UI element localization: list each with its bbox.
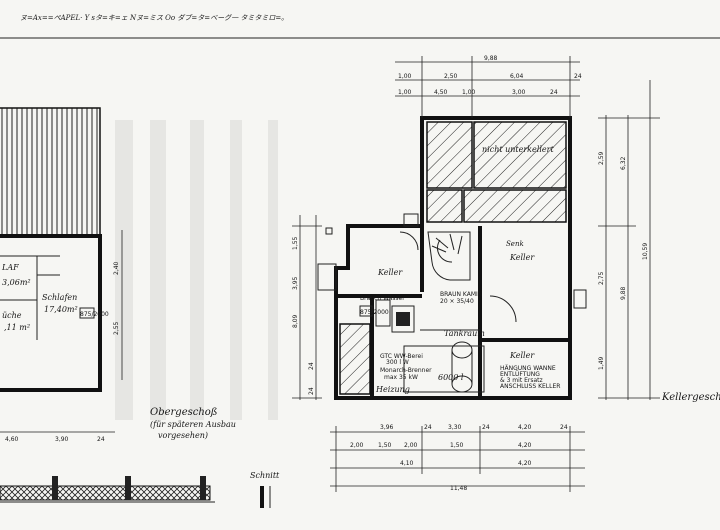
bottom-dim-r1-5: 4,20 (518, 424, 532, 431)
brauchwasser-1: Brauch Wasser (360, 295, 405, 302)
upper-dim-v2: 2,55 (113, 321, 120, 335)
keller-label-2: Keller (509, 253, 535, 262)
upper-dim-b1: 4,60 (5, 436, 19, 443)
unexcavated-area-3 (426, 189, 463, 223)
bottom-dimensions: 3,96 24 3,30 24 4,20 24 2,00 1,50 2,00 1… (330, 424, 585, 492)
bottom-dim-r1-1: 3,96 (380, 424, 394, 431)
bottom-dim-total: 11,48 (450, 485, 467, 492)
schlafen-area: 17,40m² (44, 305, 78, 314)
top-dimensions: 9,88 2,50 6,04 4,50 1,00 3,00 1,00 1,00 … (395, 55, 582, 118)
bottom-dim-r2-3: 2,00 (404, 442, 418, 449)
left-area-1: 3,06m² (2, 278, 31, 287)
upper-floor-sub1: (für späteren Ausbau (150, 420, 236, 429)
upper-floor-plan: LAF 3,06m² Schlafen 17,40m² 875/2000 üch… (0, 107, 236, 443)
schnitt-label: Schnitt (250, 471, 280, 480)
right-dim-2: 6,32 (620, 156, 627, 170)
bottom-dim-r1-4: 24 (482, 424, 490, 431)
upper-dim-b3: 24 (97, 436, 105, 443)
hand-note: Senk (506, 240, 524, 248)
brauchwasser-3: 20 × 35/40 (440, 298, 474, 305)
left-dim-2: 3,95 (292, 276, 299, 290)
upper-floor-sub2: vorgesehen) (158, 431, 208, 440)
top-dim-s4: 24 (574, 73, 582, 80)
door-label-basement: 875/2000 (360, 309, 389, 316)
top-dim-r2-1: 4,50 (434, 89, 448, 96)
keller-note-2: ENTLÜFTUNG (500, 371, 540, 378)
tankraum-label: Tankraum (444, 329, 485, 338)
right-dim-6: 9,88 (620, 286, 627, 300)
heizung-note-2: 300 l W (386, 359, 409, 366)
unexcavated-area-2 (473, 121, 567, 189)
bottom-dim-r1-6: 24 (560, 424, 568, 431)
keller-note-1: HÄNGUNG WANNE (500, 365, 556, 372)
unexcavated-area-4 (463, 189, 567, 223)
right-dim-1: 2,59 (598, 151, 605, 165)
top-dim-s2: 1,00 (398, 89, 412, 96)
bottom-dim-r2-1: 2,00 (350, 442, 364, 449)
right-dim-5: 10,59 (642, 243, 649, 260)
oel-tank-label: 6000 l (438, 373, 464, 382)
left-dim-5: 24 (308, 387, 315, 395)
unexcavated-area-1 (426, 121, 473, 189)
keller-label-1: Keller (377, 268, 403, 277)
upper-floor-title: Obergeschoß (150, 407, 218, 418)
brauchwasser-2: BRAUN KAMIN (440, 291, 482, 298)
bottom-dim-r2-4: 1,50 (450, 442, 464, 449)
bottom-dim-r3-1: 4,10 (400, 460, 414, 467)
keller-note-4: ANSCHLUSS KELLER (500, 383, 560, 390)
basement-plan: nicht unterkellert Keller Keller Keller … (317, 116, 587, 400)
upper-dim-v1: 2,40 (113, 261, 120, 275)
left-dim-1: 1,55 (292, 236, 299, 250)
left-dim-4: 24 (308, 362, 315, 370)
basement-title: Kellergesch (661, 392, 720, 403)
schlafen-label: Schlafen (42, 293, 77, 302)
left-area-2: ,11 m² (4, 323, 30, 332)
top-dim-r1-2: 6,04 (510, 73, 524, 80)
left-room-frag2: üche (2, 311, 22, 320)
right-dim-4: 1,49 (598, 356, 605, 370)
top-dim-total: 9,88 (484, 55, 498, 62)
top-dim-s3: 24 (550, 89, 558, 96)
heizung-note-3: Monarch-Brenner (380, 367, 432, 374)
bottom-dim-r1-2: 24 (424, 424, 432, 431)
upper-roof-area (0, 107, 101, 237)
top-dim-r2-2: 1,00 (462, 89, 476, 96)
left-dim-3: 8,09 (292, 314, 299, 328)
heizung-note-1: GTC WW-Berei (380, 353, 423, 360)
bottom-dim-r1-3: 3,30 (448, 424, 462, 431)
top-dim-s1: 1,00 (398, 73, 412, 80)
keller-note-3: & 3 mit Ersatz (500, 377, 543, 384)
right-dim-3: 2,75 (598, 271, 605, 285)
nicht-unterkellert-label: nicht unterkellert (482, 145, 554, 154)
left-basement-dimensions: 1,55 3,95 8,09 24 24 (292, 215, 322, 400)
keller-label-3: Keller (509, 351, 535, 360)
upper-dim-b2: 3,90 (55, 436, 69, 443)
section-detail: Schnitt (250, 471, 280, 508)
top-dim-r2-3: 3,00 (512, 89, 526, 96)
header-scribble: ヌ=Ax==ぺAPEL· Y sタ=キ=ェ Nヌ=ミス Oo ダブ=タ=ベーグ一… (20, 14, 288, 22)
bottom-dim-r3-2: 4,20 (518, 460, 532, 467)
fence-elevation (0, 476, 215, 503)
right-dimensions: 2,59 6,32 2,75 1,49 10,59 9,88 Kellerges… (598, 80, 720, 403)
door-label-upper: 875/2000 (80, 311, 109, 318)
top-dim-r1-1: 2,50 (444, 73, 458, 80)
scan-smudges (115, 120, 278, 420)
header-band: ヌ=Ax==ぺAPEL· Y sタ=キ=ェ Nヌ=ミス Oo ダブ=タ=ベーグ一… (0, 14, 720, 39)
bottom-dim-r2-2: 1,50 (378, 442, 392, 449)
bottom-dim-r2-5: 4,20 (518, 442, 532, 449)
heizung-note-4: max 35 kW (384, 374, 418, 381)
heizung-label: Heizung (375, 385, 410, 394)
left-room-frag: LAF (1, 263, 19, 272)
